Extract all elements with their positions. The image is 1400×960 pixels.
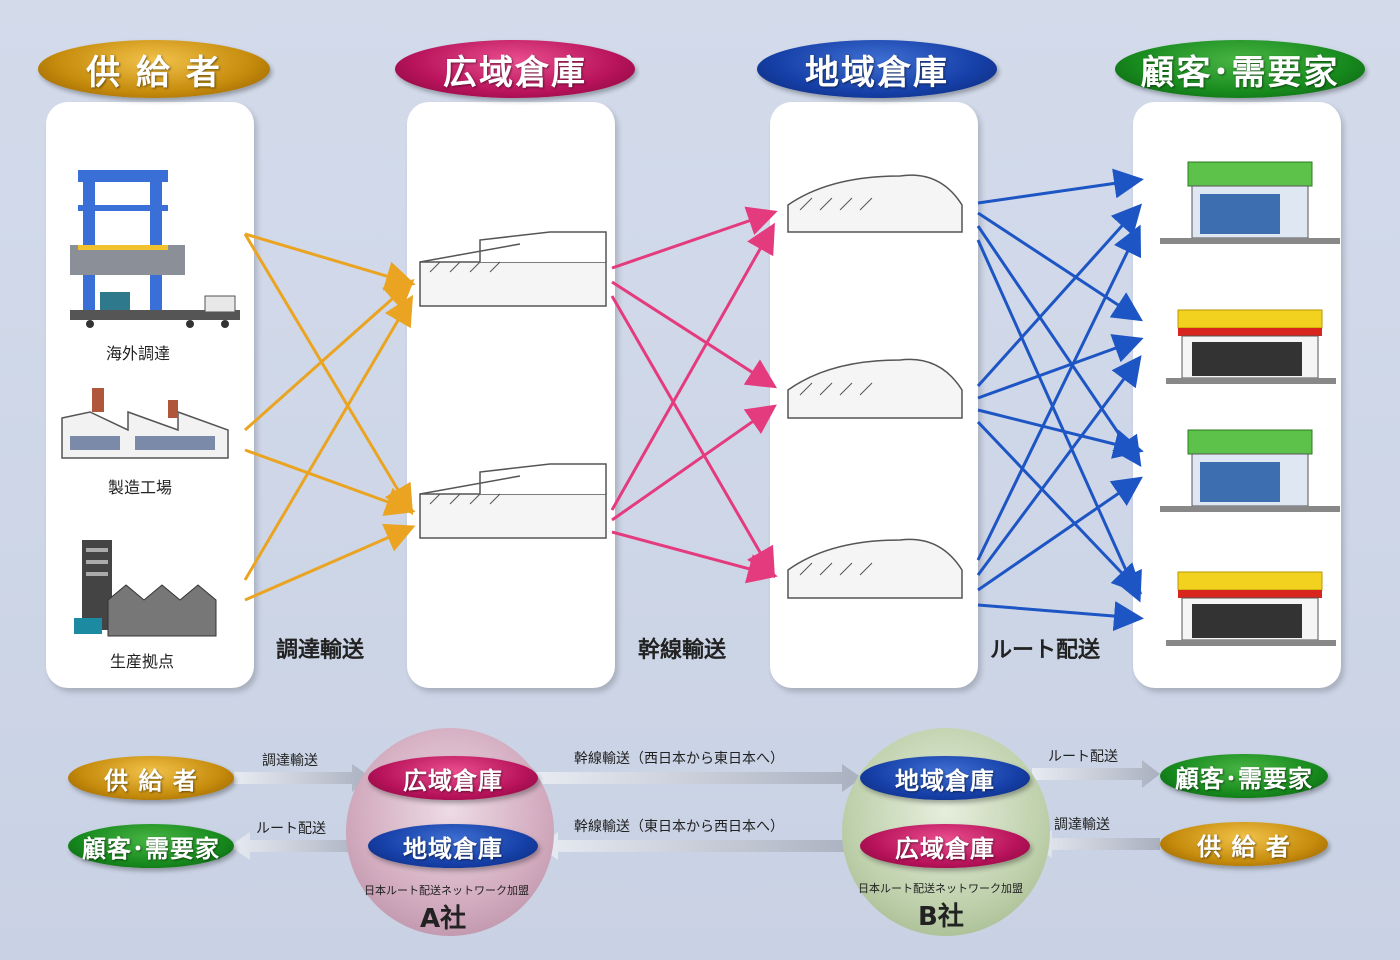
wide-warehouse-building-2 (419, 463, 607, 539)
route-delivery-label: ルート配送 (990, 638, 1101, 663)
company-a-network-label: 日本ルート配送ネットワーク加盟 (364, 884, 529, 897)
route-delivery-arrows (976, 168, 1144, 632)
factory-illustration (61, 388, 229, 459)
bottom-procurement-label-b: 調達輸送 (1054, 817, 1110, 833)
bottom-flow-arrows (230, 760, 1160, 860)
company-a-regional-warehouse-pill: 地域倉庫 (368, 824, 538, 868)
store-illustration-1 (1160, 161, 1340, 244)
store-illustration-4 (1166, 571, 1336, 646)
production-base-label: 生産拠点 (110, 652, 175, 671)
customer-header: 顧客･需要家 (1115, 40, 1365, 98)
bottom-supplier-pill-bottom: 供 給 者 (1160, 822, 1328, 866)
company-b-name: B社 (918, 902, 964, 932)
regional-warehouse-building-2 (787, 358, 963, 419)
overseas-procurement-label: 海外調達 (106, 344, 171, 363)
regional-warehouse-building-1 (787, 174, 963, 233)
overseas-crane-illustration (70, 170, 240, 328)
store-illustration-2 (1166, 309, 1336, 384)
bottom-supplier-pill-top: 供 給 者 (68, 756, 234, 800)
trunk-transport-label: 幹線輸送 (638, 638, 727, 663)
manufacturing-plant-label: 製造工場 (108, 478, 173, 497)
company-b-wide-warehouse-pill: 広域倉庫 (860, 824, 1030, 868)
wide-warehouse-header: 広域倉庫 (395, 40, 635, 98)
bottom-route-delivery-label-b: ルート配送 (1048, 749, 1118, 765)
regional-warehouse-building-3 (787, 538, 963, 599)
supplier-header: 供 給 者 (38, 40, 270, 98)
regional-warehouse-header: 地域倉庫 (757, 40, 997, 98)
bottom-procurement-label-a: 調達輸送 (262, 753, 318, 769)
wide-warehouse-building-1 (419, 231, 607, 307)
store-illustration-3 (1160, 429, 1340, 512)
company-a-wide-warehouse-pill: 広域倉庫 (368, 756, 538, 800)
company-b-regional-warehouse-pill: 地域倉庫 (860, 756, 1030, 800)
procurement-transport-label: 調達輸送 (276, 638, 365, 663)
trunk-arrows (610, 206, 778, 584)
bottom-route-delivery-label-a: ルート配送 (256, 821, 326, 837)
company-a-name: A社 (420, 904, 467, 934)
company-b-network-label: 日本ルート配送ネットワーク加盟 (858, 882, 1023, 895)
bottom-customer-pill-bottom: 顧客･需要家 (68, 824, 234, 868)
production-base-illustration (74, 540, 217, 637)
procurement-arrows (243, 232, 416, 602)
bottom-customer-pill-top: 顧客･需要家 (1160, 754, 1328, 798)
wide-warehouse-column (407, 102, 615, 688)
bottom-trunk-west-to-east-label: 幹線輸送（西日本から東日本へ） (574, 751, 784, 767)
bottom-trunk-east-to-west-label: 幹線輸送（東日本から西日本へ） (574, 819, 784, 835)
